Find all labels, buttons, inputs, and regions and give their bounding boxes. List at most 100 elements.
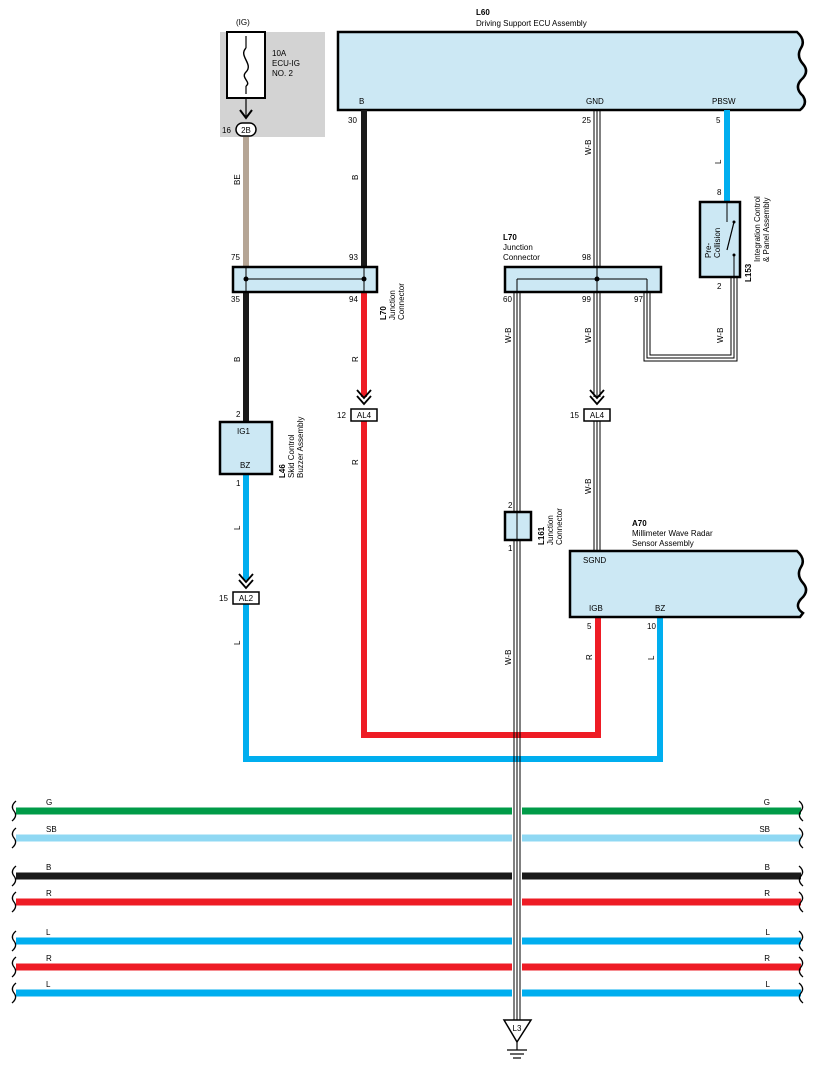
harness-label-right: R: [764, 889, 770, 898]
junction-l161-box: [503, 510, 533, 542]
junction-l161-line1: Junction: [546, 515, 555, 545]
switch-contact-icon: [726, 221, 735, 251]
connector-al4-right-name: AL4: [590, 411, 605, 420]
harness-label-left: L: [46, 928, 51, 937]
fuse-rating: 10A: [272, 49, 287, 58]
harness-label-left: G: [46, 798, 52, 807]
wire-break-icon: [11, 930, 17, 952]
connector-al2-name: AL2: [239, 594, 254, 603]
ground-l3: L3: [502, 1019, 533, 1059]
wire-wb-l153: [643, 277, 738, 362]
wire-break-icon: [798, 865, 804, 887]
splice-dot-icon: [361, 276, 367, 282]
junction-l161: 2 1 L161 Junction Connector: [503, 501, 564, 553]
buzzer-l46-line2: Buzzer Assembly: [296, 417, 305, 478]
fuse-name-line2: NO. 2: [272, 69, 293, 78]
harness-label-right: B: [765, 863, 770, 872]
buzzer-l46: IG1 BZ 2 1 L46 Skid Control Buzzer Assem…: [218, 410, 305, 488]
wire-break-icon: [798, 800, 804, 822]
fuse-supply-label: (IG): [236, 18, 250, 27]
pin-94: 94: [349, 295, 358, 304]
ecu-terminal-pbsw: PBSW: [712, 97, 736, 106]
connector-arrow-icon: [356, 389, 372, 406]
junction-l70-left-line2: Connector: [397, 283, 406, 320]
wire-label-r-lower: R: [351, 459, 360, 465]
pin-93: 93: [349, 253, 358, 262]
wire-label-l-buzzer: L: [233, 525, 242, 530]
wire-label-wb-l153: W-B: [716, 328, 725, 343]
switch-l153-line1: Integration Control: [753, 196, 762, 262]
pin-35: 35: [231, 295, 240, 304]
switch-label-1: Pre-: [704, 243, 713, 258]
ecu-box: [336, 30, 808, 112]
switch-l153-id: L153: [744, 263, 753, 282]
harness-label-right: R: [764, 954, 770, 963]
junction-l70-right-id: L70: [503, 233, 517, 242]
wire-label-wb-gnd: W-B: [584, 140, 593, 155]
radar-pin-10: 10: [647, 622, 656, 631]
fuse-connector-oval: [235, 122, 257, 137]
junction-l70-right: L70 Junction Connector 98 60 99 97: [503, 233, 663, 304]
radar-id: A70: [632, 519, 647, 528]
wire-wb-ground-overlay: [512, 795, 522, 1021]
wire-break-icon: [11, 827, 17, 849]
wire-r-lower: [361, 421, 601, 738]
harness-label-left: B: [46, 863, 51, 872]
radar-line1: Millimeter Wave Radar: [632, 529, 713, 538]
wire-break-icon: [11, 800, 17, 822]
harness-label-left: R: [46, 954, 52, 963]
harness-label-right: L: [766, 980, 771, 989]
wire-label-r-upper: R: [351, 356, 360, 362]
wire-label-wb-al4: W-B: [584, 479, 593, 494]
buzzer-terminal-ig1: IG1: [237, 427, 250, 436]
wire-label-b-ecu: B: [351, 175, 360, 180]
fuse-pin: 16: [222, 126, 231, 135]
wire-label-l-bz: L: [647, 655, 656, 660]
switch-l153: Pre- Collision 8 2 L153 Integration Cont…: [698, 188, 771, 291]
pin-99: 99: [582, 295, 591, 304]
ecu-id: L60: [476, 8, 490, 17]
wire-break-icon: [798, 930, 804, 952]
buzzer-terminal-bz: BZ: [240, 461, 250, 470]
wire-break-icon: [11, 982, 17, 1004]
ecu-pin-b: 30: [348, 116, 357, 125]
splice-dot-icon: [243, 276, 249, 282]
connector-arrow-icon: [589, 389, 605, 406]
radar-pin-5: 5: [587, 622, 592, 631]
ground-name: L3: [513, 1024, 522, 1033]
radar-box: [568, 549, 808, 619]
junction-l70-left: 75 93 35 94 L70 Junction Connector: [231, 253, 406, 320]
buzzer-l46-id: L46: [278, 464, 287, 478]
connector-al4-right: AL4 15: [570, 389, 611, 422]
connector-al4-right-box: [583, 408, 611, 422]
wire-label-wb-60: W-B: [504, 328, 513, 343]
wire-break-icon: [798, 827, 804, 849]
radar-line2: Sensor Assembly: [632, 539, 694, 548]
radar-terminal-igb: IGB: [589, 604, 603, 613]
fuse-arrow-icon: [239, 109, 253, 120]
wire-break-icon: [798, 891, 804, 913]
pin-75: 75: [231, 253, 240, 262]
pin-97: 97: [634, 295, 643, 304]
wire-label-be: BE: [233, 174, 242, 185]
connector-arrow-icon: [238, 573, 254, 590]
junction-l161-pin-2: 2: [508, 501, 513, 510]
pin-98: 98: [582, 253, 591, 262]
connector-al4-left: AL4 12: [337, 389, 378, 422]
wire-break-icon: [798, 956, 804, 978]
wire-label-l-pbsw: L: [714, 159, 723, 164]
connector-al4-left-name: AL4: [357, 411, 372, 420]
connector-al2-pin: 15: [219, 594, 228, 603]
buzzer-pin-2: 2: [236, 410, 241, 419]
connector-al2: AL2 15: [219, 573, 260, 605]
ecu-name: Driving Support ECU Assembly: [476, 19, 587, 28]
wire-l-al2: [243, 604, 663, 762]
harness-label-left: R: [46, 889, 52, 898]
buzzer-l46-box: [218, 420, 274, 476]
